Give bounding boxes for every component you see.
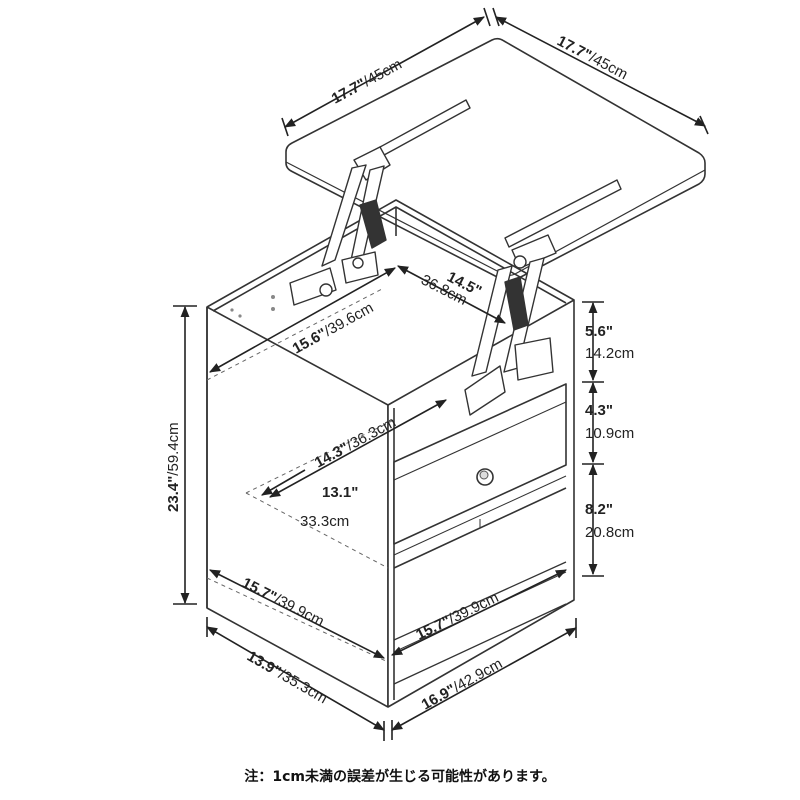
lift-top-panel — [285, 37, 706, 283]
svg-text:15.6"/39.6cm: 15.6"/39.6cm — [290, 299, 377, 357]
dim-shelf-height-cm: 20.8cm — [585, 524, 634, 541]
dim-drawer-depth-cm: 33.3cm — [300, 513, 349, 530]
dim-drawer-depth-inch: 13.1" — [322, 484, 358, 501]
dimension-label-height: 23.4"/59.4cm — [165, 422, 182, 512]
dim-base-depth-cm: /35.3cm — [275, 666, 330, 707]
drawer-knob — [476, 468, 494, 486]
dim-top-left-cm: /45cm — [361, 56, 405, 90]
dim-drawer-height-inch: 4.3" — [585, 402, 613, 419]
dimension-lines — [173, 7, 709, 741]
dim-top-gap-inch: 5.6" — [585, 323, 613, 340]
dim-drawer-height-cm: 10.9cm — [585, 425, 634, 442]
cabinet-body — [206, 199, 575, 708]
tolerance-note: 注：1cm未満の誤差が生じる可能性があります。 — [244, 769, 556, 785]
svg-text:23.4"/59.4cm: 23.4"/59.4cm — [165, 422, 182, 512]
dimension-label-inner-width: 15.6"/39.6cm — [290, 299, 377, 357]
dim-height-inch: 23.4" — [165, 476, 182, 512]
mounting-holes — [230, 295, 275, 318]
dim-shelf-height-inch: 8.2" — [585, 501, 613, 518]
dim-top-right-cm: /45cm — [586, 49, 630, 83]
dim-height-cm: /59.4cm — [165, 422, 182, 475]
dim-top-gap-cm: 14.2cm — [585, 345, 634, 362]
lift-hinge-right — [464, 179, 622, 416]
